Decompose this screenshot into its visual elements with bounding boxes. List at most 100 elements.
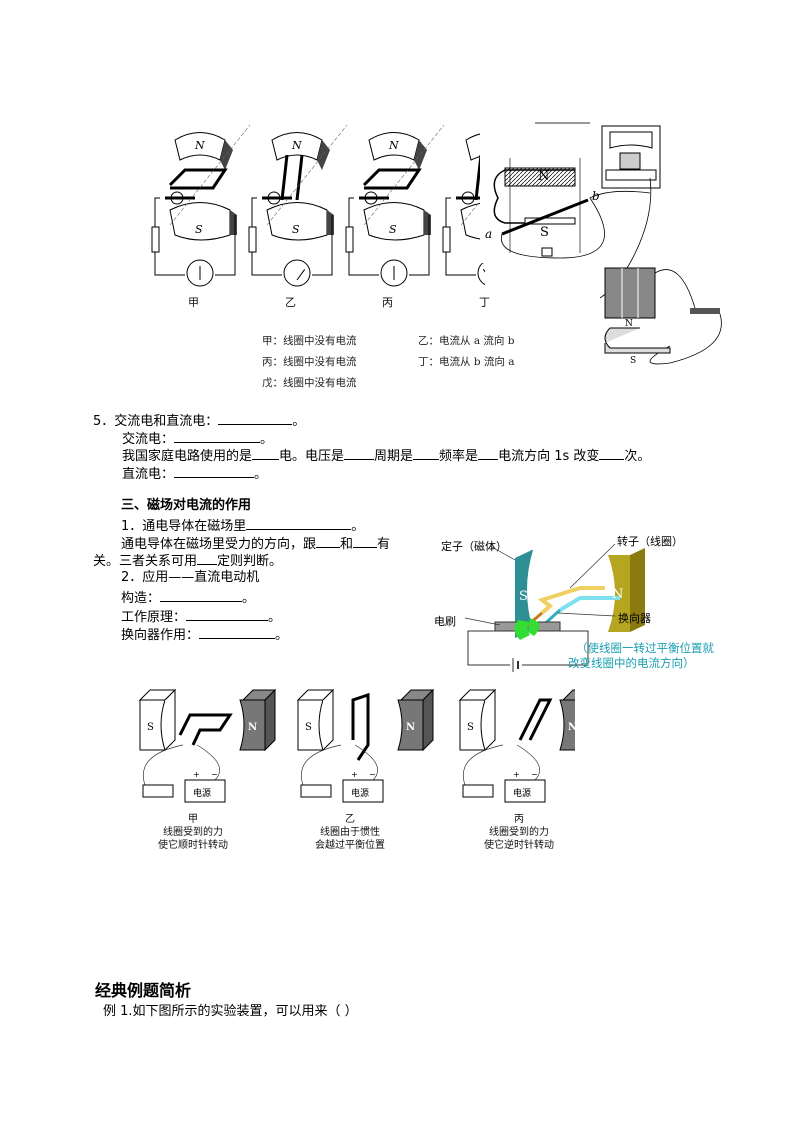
motor-panel: S N 电源 + − bbox=[296, 688, 435, 803]
answer-blank[interactable] bbox=[197, 552, 218, 565]
pole-s-label: S bbox=[540, 225, 549, 240]
svg-text:电源: 电源 bbox=[513, 787, 531, 799]
pole-n-label: N bbox=[612, 587, 623, 602]
svg-text:N: N bbox=[625, 319, 633, 329]
dc-line: 直流电： 。 bbox=[122, 465, 267, 483]
svg-text:S: S bbox=[467, 722, 474, 733]
svg-text:−: − bbox=[211, 770, 218, 779]
generator-panel: NS bbox=[248, 124, 348, 287]
caption-line: 使它逆时针转动 bbox=[484, 840, 554, 851]
answer-blank[interactable] bbox=[246, 517, 352, 530]
panel-label: 乙 bbox=[285, 296, 296, 309]
answer-blank[interactable] bbox=[316, 535, 341, 548]
svg-text:−: − bbox=[369, 770, 376, 779]
caption-line: 线圈受到的力 bbox=[163, 827, 223, 838]
pole-n-label: N bbox=[538, 169, 549, 184]
household-line: 我国家庭电路使用的是电。电压是周期是频率是电流方向 1s 改变次。 bbox=[122, 447, 650, 465]
ac-label: 交流电： bbox=[122, 432, 175, 447]
dc-motor-diagram: S N bbox=[464, 543, 645, 672]
text: 构造： bbox=[121, 591, 161, 606]
commutator-label: 换向器 bbox=[618, 612, 651, 625]
ac-line: 交流电： 。 bbox=[122, 430, 273, 448]
dc-label: 直流电： bbox=[122, 467, 175, 482]
period: 。 bbox=[242, 591, 256, 606]
text: 周期是 bbox=[374, 449, 414, 464]
answer-blank[interactable] bbox=[218, 412, 293, 425]
svg-text:N: N bbox=[291, 139, 302, 152]
answer-blank[interactable] bbox=[174, 465, 255, 478]
text: 频率是 bbox=[439, 449, 479, 464]
svg-text:S: S bbox=[147, 722, 154, 733]
caption: 丁：电流从 b 流向 a bbox=[418, 356, 515, 368]
answer-blank[interactable] bbox=[160, 589, 243, 602]
item1: 1．通电导体在磁场里 。 bbox=[121, 517, 364, 535]
answer-blank[interactable] bbox=[199, 626, 276, 639]
commutator-note: 改变线圈中的电流方向） bbox=[568, 656, 695, 670]
period: 。 bbox=[254, 467, 268, 482]
caption: 戊：线圈中没有电流 bbox=[262, 377, 357, 389]
section5-title: 5．交流电和直流电： 。 bbox=[93, 412, 305, 430]
motor-panel-caption: 丙线圈受到的力使它逆时针转动 bbox=[474, 813, 564, 852]
item2: 2．应用——直流电动机 bbox=[121, 570, 260, 585]
examples-heading: 经典例题简析 bbox=[95, 981, 192, 1000]
section3-heading: 三、磁场对电流的作用 bbox=[121, 498, 252, 513]
svg-text:S: S bbox=[292, 223, 300, 236]
item1-text: 1．通电导体在磁场里 bbox=[121, 519, 247, 534]
svg-text:S: S bbox=[389, 223, 397, 236]
period: 。 bbox=[268, 610, 282, 625]
text: 和 bbox=[340, 537, 354, 552]
structure-line: 构造： 。 bbox=[121, 589, 255, 607]
panel-label: 乙 bbox=[345, 814, 355, 825]
text: 工作原理： bbox=[121, 610, 187, 625]
answer-blank[interactable] bbox=[599, 447, 625, 460]
svg-text:电源: 电源 bbox=[193, 787, 211, 799]
svg-text:+: + bbox=[351, 770, 358, 779]
svg-text:N: N bbox=[388, 139, 399, 152]
answer-blank[interactable] bbox=[252, 447, 280, 460]
period: 。 bbox=[292, 414, 306, 429]
motor-panel-caption: 甲线圈受到的力使它顺时针转动 bbox=[148, 813, 238, 852]
caption-line: 线圈受到的力 bbox=[489, 827, 549, 838]
section5-title-text: 5．交流电和直流电： bbox=[93, 414, 219, 429]
caption: 甲：线圈中没有电流 bbox=[262, 335, 357, 347]
panel-label: 丙 bbox=[382, 296, 393, 309]
svg-text:电源: 电源 bbox=[351, 787, 369, 799]
text: 电流方向 1s 改变 bbox=[498, 449, 600, 464]
caption-line: 线圈由于惯性 bbox=[320, 827, 380, 838]
pole-s-label: S bbox=[519, 589, 528, 604]
panel-label: 丁 bbox=[479, 296, 490, 309]
generator-panel: NS bbox=[442, 132, 485, 286]
answer-blank[interactable] bbox=[174, 430, 261, 443]
text: 有 bbox=[377, 537, 391, 552]
answer-blank[interactable] bbox=[478, 447, 499, 460]
svg-text:N: N bbox=[568, 722, 575, 733]
svg-text:S: S bbox=[195, 223, 203, 236]
period: 。 bbox=[275, 628, 289, 643]
induction-diagram: N S a b bbox=[480, 118, 730, 263]
svg-text:S: S bbox=[630, 356, 636, 366]
stator-label: 定子（磁体） bbox=[441, 540, 507, 553]
relation-line: 关。三者关系可用定则判断。 bbox=[93, 552, 282, 570]
force-direction-line: 通电导体在磁场里受力的方向，跟和有 bbox=[121, 535, 390, 553]
example-1-question: 例 1.如下图所示的实验装置，可以用来（ ） bbox=[103, 1004, 358, 1019]
text: 换向器作用： bbox=[121, 628, 200, 643]
answer-blank[interactable] bbox=[413, 447, 440, 460]
svg-text:N: N bbox=[406, 722, 415, 733]
svg-text:S: S bbox=[305, 722, 312, 733]
rotor-label: 转子（线圈） bbox=[617, 535, 683, 548]
period: 。 bbox=[260, 432, 274, 447]
text: 我国家庭电路使用的是 bbox=[122, 449, 253, 464]
caption-line: 会越过平衡位置 bbox=[315, 840, 385, 851]
commutator-line: 换向器作用： 。 bbox=[121, 626, 288, 644]
text: 次。 bbox=[624, 449, 651, 464]
generator-panel: NS bbox=[151, 124, 251, 287]
commutator-note: （使线圈一转过平衡位置就 bbox=[576, 641, 714, 655]
period: 。 bbox=[351, 519, 365, 534]
answer-blank[interactable] bbox=[344, 447, 375, 460]
answer-blank[interactable] bbox=[353, 535, 378, 548]
caption: 乙：电流从 a 流向 b bbox=[418, 335, 515, 347]
answer-blank[interactable] bbox=[186, 608, 269, 621]
